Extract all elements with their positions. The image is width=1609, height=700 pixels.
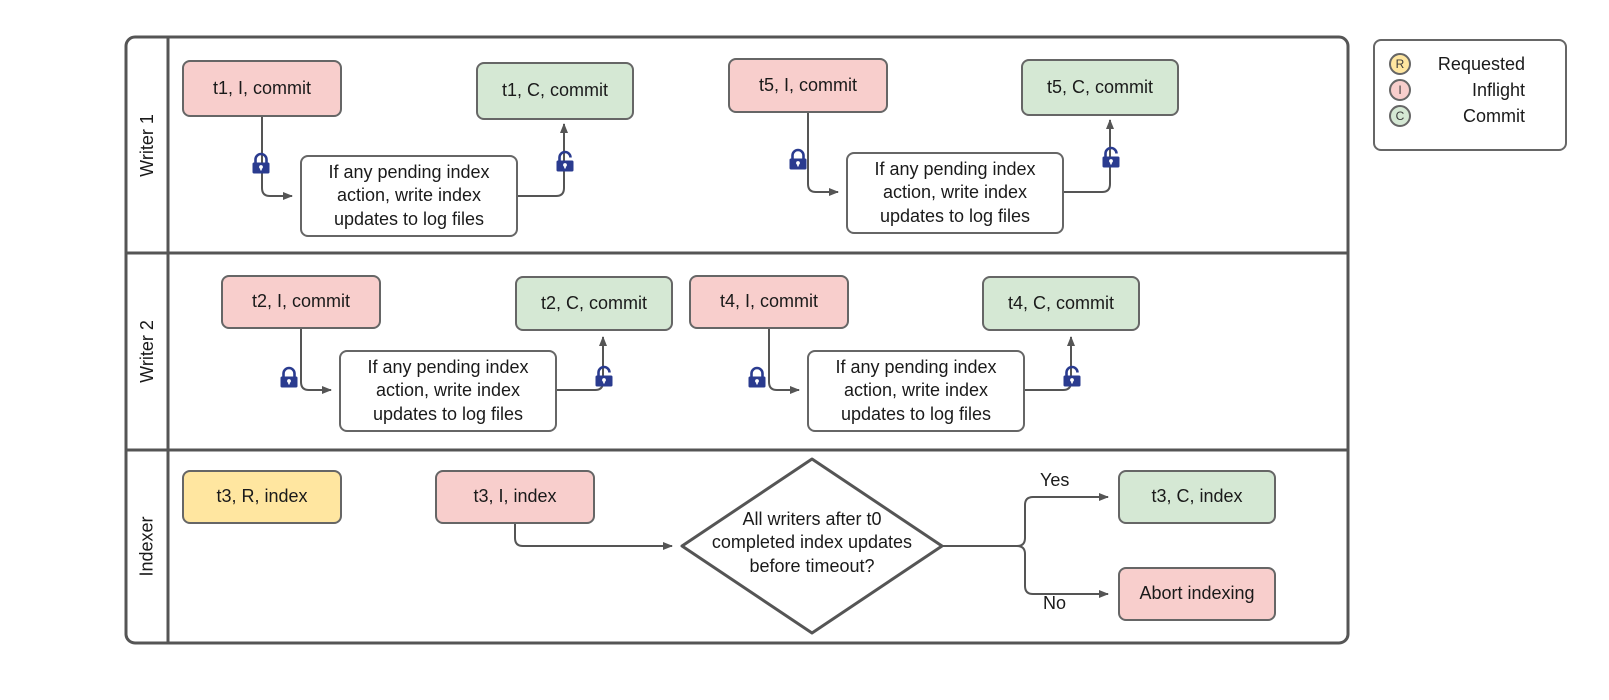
legend-label-commit: Commit <box>1463 105 1525 126</box>
swimlane-frame <box>124 35 1350 645</box>
lane-label-writer-1: Writer 1 <box>126 37 168 253</box>
legend-label-requested: Requested <box>1437 53 1525 74</box>
node-t5-commit[interactable]: t5, C, commit <box>1021 59 1179 116</box>
node-t2-inflight-commit[interactable]: t2, I, commit <box>221 275 381 329</box>
lock-closed-icon <box>748 366 766 388</box>
lock-open-icon <box>1063 365 1081 387</box>
node-t3-requested-index[interactable]: t3, R, index <box>182 470 342 524</box>
node-writer1-process-left[interactable]: If any pending index action, write index… <box>300 155 518 237</box>
edge-label-yes: Yes <box>1040 470 1070 490</box>
lane-label-text: Writer 1 <box>136 113 157 177</box>
lock-closed-icon <box>252 152 270 174</box>
lane-label-indexer: Indexer <box>126 450 168 643</box>
node-writer2-process-left[interactable]: If any pending index action, write index… <box>339 350 557 432</box>
node-t5-inflight-commit[interactable]: t5, I, commit <box>728 58 888 113</box>
lane-label-writer-2: Writer 2 <box>126 253 168 450</box>
legend-panel: R Requested I Inflight C Commit <box>1373 39 1567 151</box>
lock-closed-icon <box>789 148 807 170</box>
node-t2-commit[interactable]: t2, C, commit <box>515 276 673 331</box>
node-t3-inflight-index[interactable]: t3, I, index <box>435 470 595 524</box>
lane-label-text: Indexer <box>136 516 157 577</box>
edge-label-no: No <box>1043 593 1067 613</box>
node-t4-commit[interactable]: t4, C, commit <box>982 276 1140 331</box>
node-abort-indexing[interactable]: Abort indexing <box>1118 567 1276 621</box>
node-t3-commit-index[interactable]: t3, C, index <box>1118 470 1276 524</box>
lane-label-text: Writer 2 <box>136 320 157 383</box>
legend-item-commit: C Commit <box>1389 103 1525 129</box>
node-t4-inflight-commit[interactable]: t4, I, commit <box>689 275 849 329</box>
node-t1-commit[interactable]: t1, C, commit <box>476 62 634 120</box>
legend-badge-commit-icon: C <box>1389 105 1411 127</box>
lock-open-icon <box>556 150 574 172</box>
decision-diamond <box>680 457 944 635</box>
legend-badge-requested-icon: R <box>1389 53 1411 75</box>
legend-label-inflight: Inflight <box>1471 79 1525 100</box>
legend-item-requested: R Requested <box>1389 51 1525 77</box>
legend-item-inflight: I Inflight <box>1389 77 1525 103</box>
writer1-connectors <box>261 113 1114 200</box>
node-writer1-process-right[interactable]: If any pending index action, write index… <box>846 152 1064 234</box>
node-t1-inflight-commit[interactable]: t1, I, commit <box>182 60 342 117</box>
lock-open-icon <box>595 365 613 387</box>
lock-open-icon <box>1102 146 1120 168</box>
legend-badge-inflight-icon: I <box>1389 79 1411 101</box>
lock-closed-icon <box>280 366 298 388</box>
node-writer2-process-right[interactable]: If any pending index action, write index… <box>807 350 1025 432</box>
indexer-connectors <box>514 493 1109 598</box>
